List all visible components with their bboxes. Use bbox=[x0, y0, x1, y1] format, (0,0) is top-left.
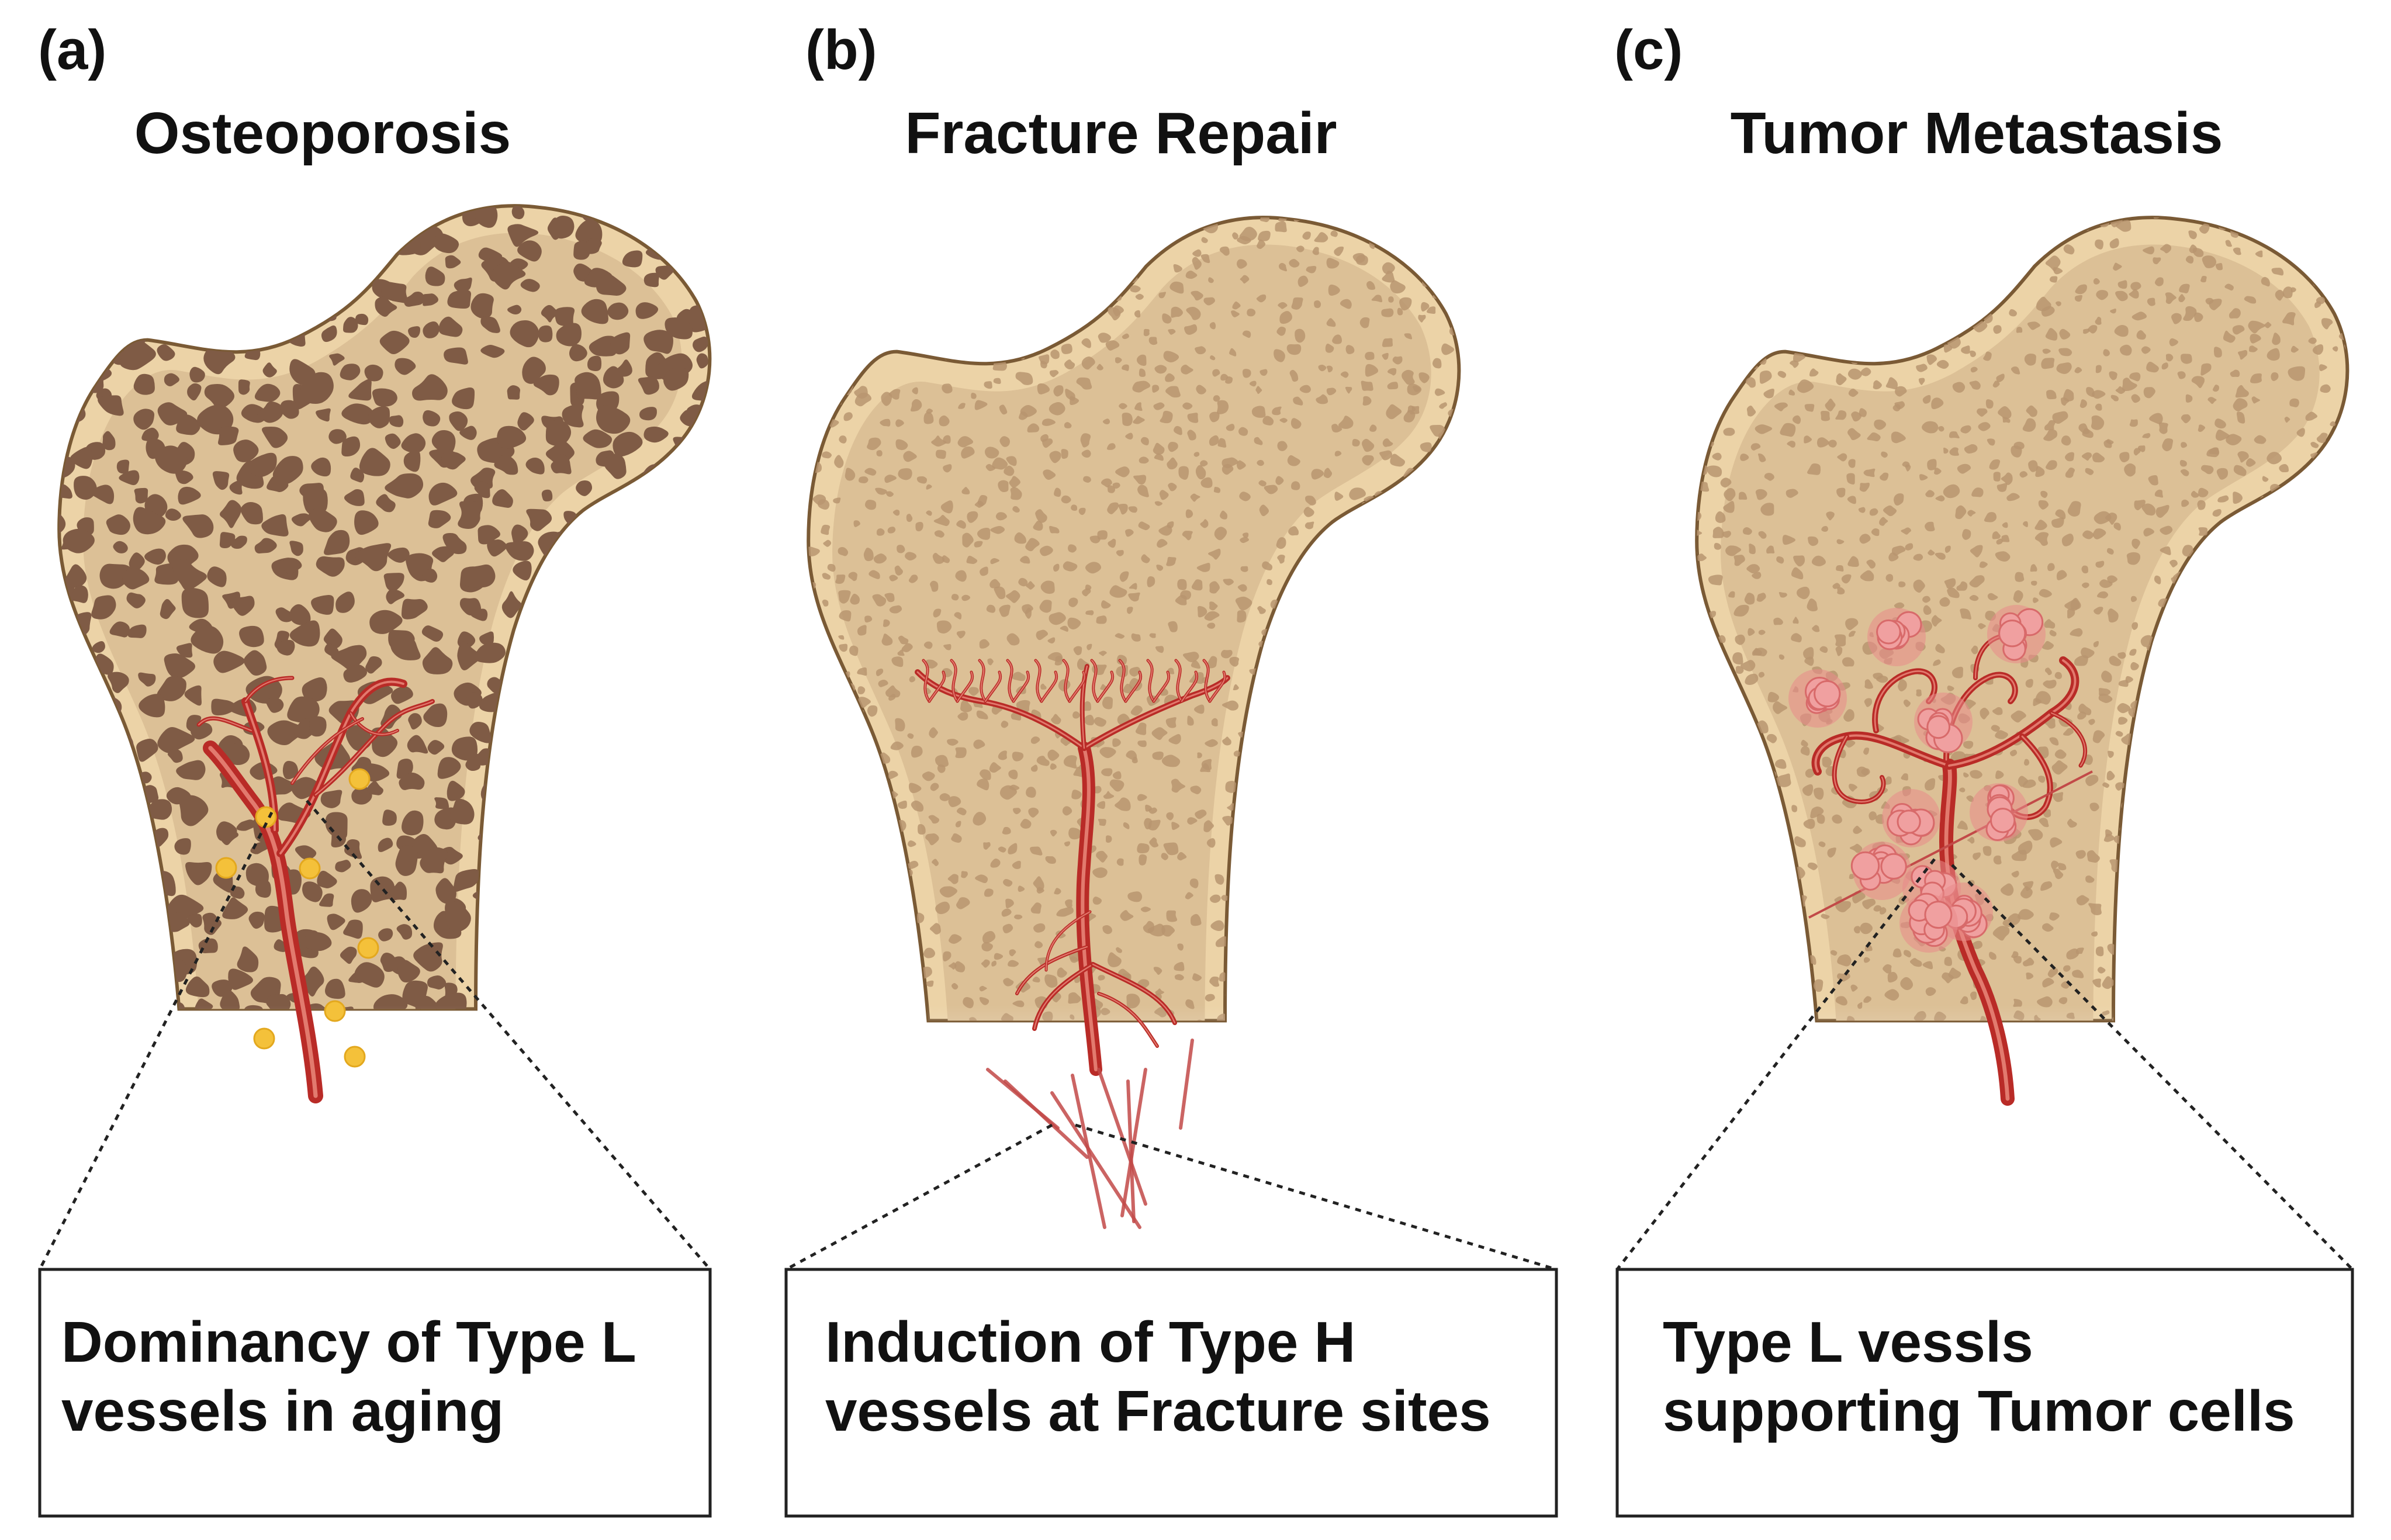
yellow-cell-icon bbox=[215, 768, 379, 1068]
tumor-cell bbox=[1914, 693, 1973, 753]
zoom-line-left bbox=[785, 1123, 1053, 1271]
zoom-line-left bbox=[1616, 858, 1936, 1271]
tumor-cell bbox=[1899, 892, 1958, 953]
panel-letter: (c) bbox=[1614, 19, 1683, 81]
femur-head-icon bbox=[57, 204, 712, 1011]
caption-box bbox=[1615, 1268, 2354, 1518]
caption-line-2: vessels at Fracture sites bbox=[825, 1379, 1491, 1443]
tumor-cell bbox=[1867, 608, 1926, 666]
panel-letter: (a) bbox=[38, 19, 106, 81]
panel-letter: (b) bbox=[805, 19, 877, 81]
panel-a: (a) Osteoporosis Dominancy of Type L ves… bbox=[38, 19, 712, 1518]
zoom-line-right bbox=[1951, 864, 2354, 1271]
tumor-cell-cluster-icon bbox=[1788, 605, 2046, 953]
zoom-line-right bbox=[1075, 1123, 1557, 1271]
tumor-cell bbox=[1882, 789, 1940, 847]
panel-title: Fracture Repair bbox=[905, 101, 1337, 166]
panel-b: (b) Fracture Repair Induction of Type H … bbox=[784, 19, 1558, 1518]
caption-line-1: Type L vessls bbox=[1663, 1310, 2033, 1374]
tumor-cell bbox=[1850, 842, 1911, 900]
caption-line-2: vessels in aging bbox=[61, 1379, 504, 1443]
panel-title: Osteoporosis bbox=[134, 101, 511, 166]
caption-line-1: Induction of Type H bbox=[825, 1310, 1355, 1374]
tumor-cell bbox=[1788, 669, 1847, 728]
panel-c: (c) Tumor Metastasis Type L vessls suppo… bbox=[1614, 19, 2354, 1518]
tumor-cell bbox=[1987, 605, 2046, 663]
tumor-cell bbox=[1970, 783, 2028, 842]
femur-head-icon bbox=[1695, 216, 2350, 1023]
zoom-line-left bbox=[38, 811, 274, 1271]
caption-box bbox=[784, 1268, 1558, 1518]
blood-vessel-icon bbox=[915, 659, 1230, 1076]
caption-line-2: supporting Tumor cells bbox=[1663, 1379, 2295, 1443]
panel-title: Tumor Metastasis bbox=[1731, 101, 2223, 166]
zoom-line-right bbox=[306, 800, 711, 1271]
caption-box bbox=[38, 1268, 712, 1518]
blood-vessel-icon bbox=[196, 676, 435, 1103]
caption-line-1: Dominancy of Type L bbox=[61, 1310, 636, 1374]
femur-head-icon bbox=[807, 216, 1461, 1023]
